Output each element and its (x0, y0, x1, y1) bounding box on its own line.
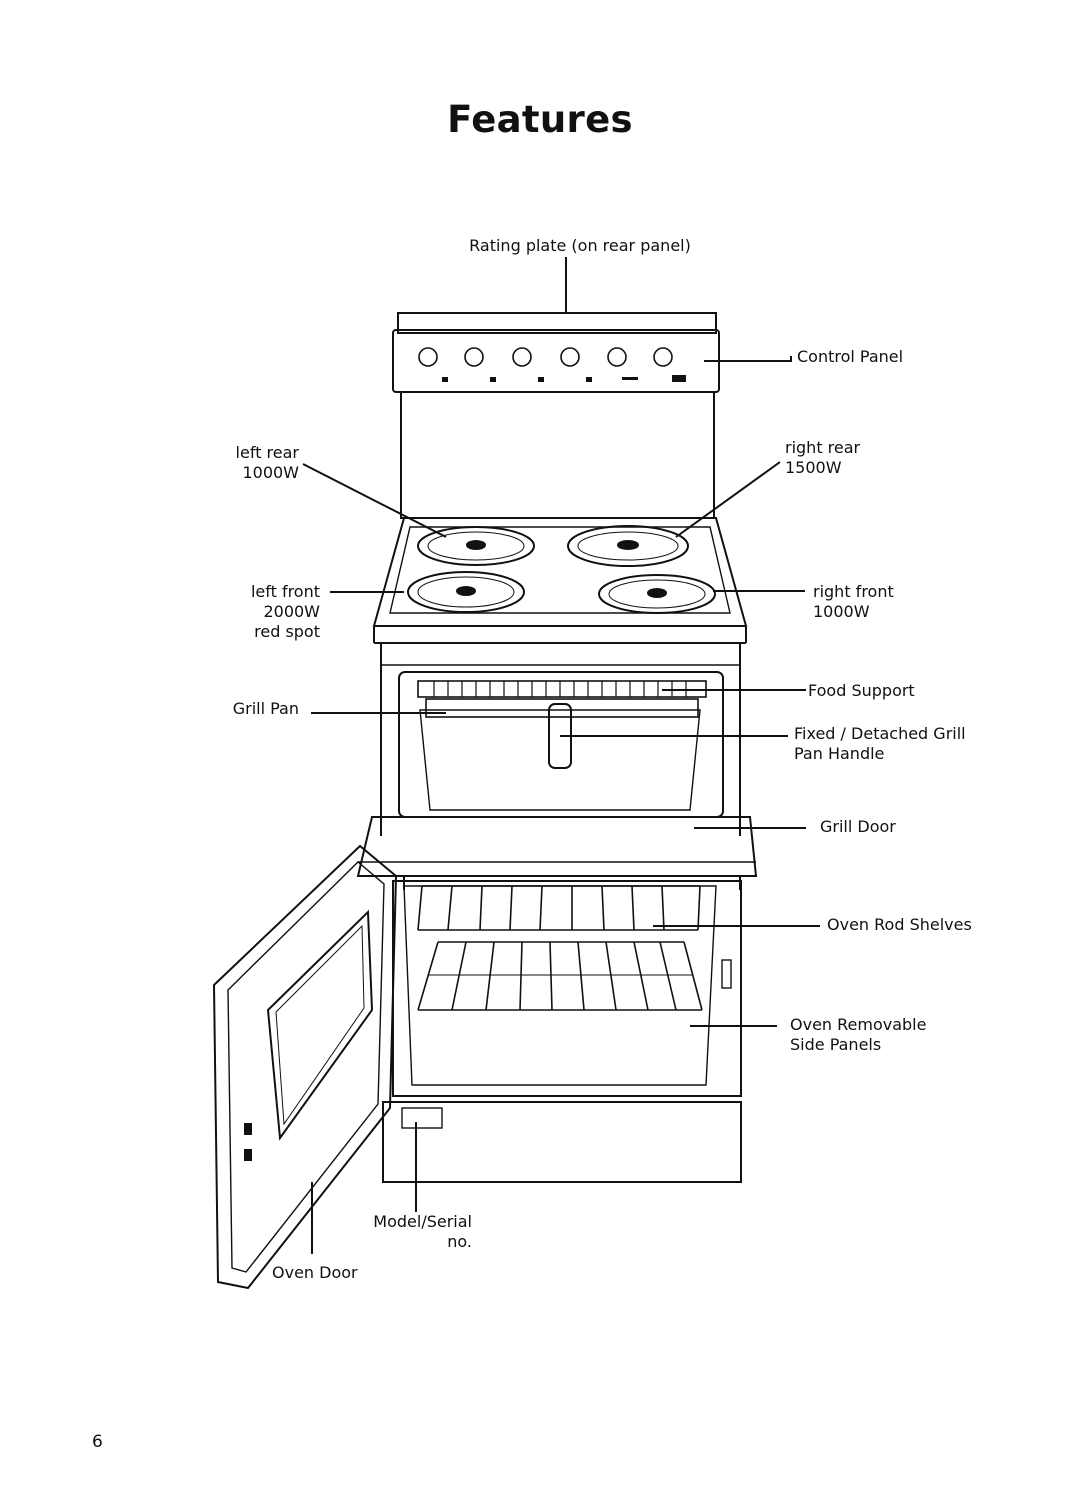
leader-left-rear (302, 463, 447, 538)
knob-6 (653, 347, 673, 367)
label-food-support: Food Support (808, 681, 915, 700)
hotplate-right-rear (567, 525, 689, 567)
plinth (382, 1101, 742, 1183)
hotplate-left-rear (417, 526, 535, 566)
oven-cavity (392, 880, 742, 1097)
knob-5 (607, 347, 627, 367)
page-number: 6 (92, 1432, 103, 1452)
rating-label (401, 1107, 443, 1129)
oven-shelf-upper (417, 885, 701, 931)
grill-door (356, 816, 758, 877)
back-panel (400, 391, 715, 519)
label-grill-door: Grill Door (820, 817, 896, 836)
knob-4 (560, 347, 580, 367)
knob-3 (512, 347, 532, 367)
knobs (418, 347, 673, 367)
leader-control-panel (704, 356, 792, 362)
grill-pan (425, 698, 699, 718)
hotplate-right-front (598, 574, 716, 614)
knob-2 (464, 347, 484, 367)
leader-right-rear (675, 461, 781, 538)
label-oven-rod-shelves: Oven Rod Shelves (827, 915, 972, 934)
oven-shelf-lower (417, 941, 703, 1011)
label-grill-pan: Grill Pan (232, 699, 299, 718)
hotplate-left-front (407, 571, 525, 613)
oven-door-window (266, 909, 374, 1141)
control-panel (392, 329, 720, 393)
page-title: Features (447, 98, 633, 141)
oven-door (212, 844, 398, 1290)
label-oven-door: Oven Door (272, 1263, 358, 1282)
hotplates (407, 525, 716, 614)
knob-1 (418, 347, 438, 367)
label-control-panel: Control Panel (797, 347, 904, 366)
backsplash-top (397, 312, 717, 334)
knob-symbols (442, 375, 686, 382)
label-rating-plate: Rating plate (on rear panel) (469, 236, 691, 255)
